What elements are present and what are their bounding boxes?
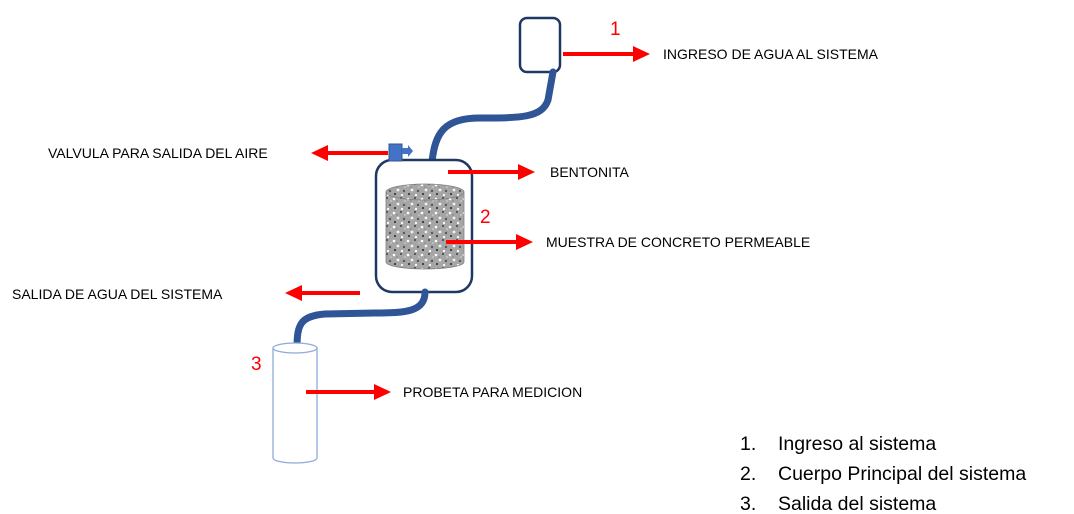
arrow-muestra bbox=[446, 234, 533, 250]
concrete-sample bbox=[385, 191, 465, 270]
number-2: 2 bbox=[480, 207, 491, 228]
arrow-probeta bbox=[306, 384, 391, 400]
inlet-reservoir bbox=[518, 16, 562, 74]
arrow-bentonita bbox=[448, 164, 535, 180]
label-muestra: MUESTRA DE CONCRETO PERMEABLE bbox=[546, 234, 810, 250]
concrete-sample-top bbox=[385, 183, 465, 201]
legend-item-number: 1. bbox=[740, 433, 756, 455]
inlet-pipe bbox=[428, 68, 557, 166]
legend-item-text: Ingreso al sistema bbox=[778, 433, 936, 455]
label-probeta: PROBETA PARA MEDICION bbox=[403, 384, 582, 400]
number-3: 3 bbox=[251, 354, 262, 375]
label-ingreso: INGRESO DE AGUA AL SISTEMA bbox=[663, 46, 879, 62]
measuring-cylinder bbox=[272, 342, 318, 464]
legend-item-text: Salida del sistema bbox=[778, 493, 936, 514]
arrow-salida bbox=[285, 285, 360, 301]
arrow-valvula bbox=[311, 145, 388, 161]
number-1: 1 bbox=[610, 19, 621, 40]
legend-list: 1. Ingreso al sistema 2. Cuerpo Principa… bbox=[740, 433, 1026, 514]
label-bentonita: BENTONITA bbox=[550, 164, 629, 180]
arrow-ingreso bbox=[563, 46, 650, 62]
label-salida: SALIDA DE AGUA DEL SISTEMA bbox=[12, 286, 223, 302]
legend-item-number: 3. bbox=[740, 493, 756, 514]
air-valve-icon bbox=[388, 143, 413, 162]
outlet-pipe bbox=[293, 288, 429, 352]
label-valvula: VALVULA PARA SALIDA DEL AIRE bbox=[48, 145, 268, 161]
legend-item-number: 2. bbox=[740, 463, 756, 485]
legend-item-text: Cuerpo Principal del sistema bbox=[778, 463, 1026, 485]
